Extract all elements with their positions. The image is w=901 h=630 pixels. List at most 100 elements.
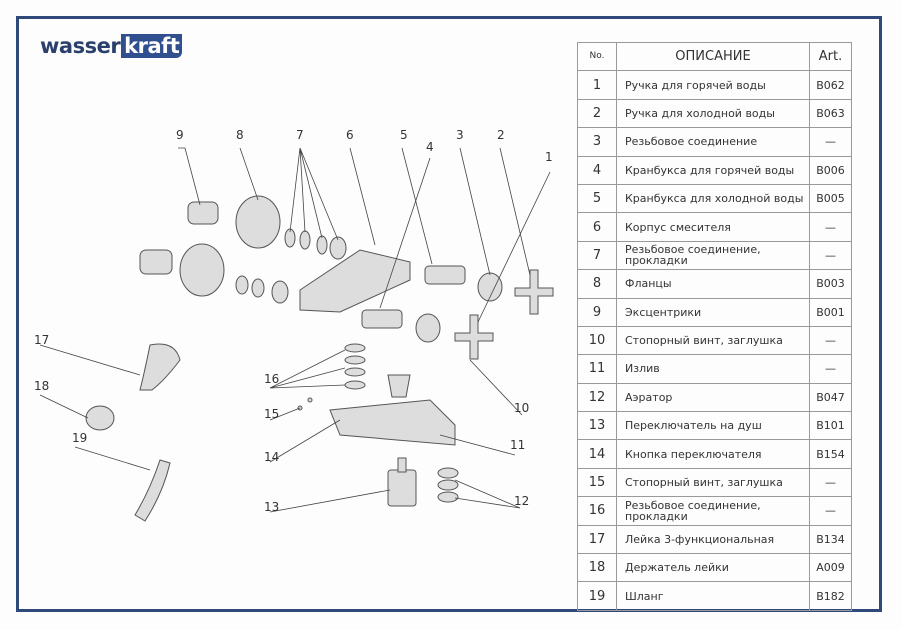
part-number: 14 — [577, 439, 617, 469]
part-description: Аэратор — [616, 382, 810, 413]
part-number: 13 — [577, 411, 617, 441]
part-article: B047 — [809, 382, 852, 413]
part-description: Переключатель на душ — [616, 411, 810, 441]
part-description: Кранбукса для горячей воды — [616, 155, 810, 185]
part-article: B001 — [809, 297, 852, 327]
part-description: Корпус смесителя — [616, 212, 810, 242]
part-description: Шланг — [616, 581, 810, 611]
part-number: 7 — [577, 240, 617, 271]
part-spout — [329, 399, 456, 446]
callout-3: 3 — [456, 128, 464, 142]
callout-6: 6 — [346, 128, 354, 142]
callout-14: 14 — [264, 450, 280, 464]
logo-text-box: kraft — [121, 34, 183, 58]
part-number: 11 — [577, 354, 617, 384]
callout-12: 12 — [514, 494, 530, 508]
part-description: Эксцентрики — [616, 297, 810, 327]
part-eccentric — [139, 249, 173, 275]
table-header-row: No. ОПИСАНИЕ Art. — [577, 41, 852, 72]
callout-16: 16 — [264, 372, 280, 386]
part-article: B062 — [809, 70, 852, 100]
callout-19: 19 — [72, 431, 88, 445]
part-article: — — [809, 467, 852, 498]
part-article: B182 — [809, 581, 852, 611]
part-article: B154 — [809, 439, 852, 469]
part-flange — [179, 243, 225, 297]
header-description: ОПИСАНИЕ — [616, 41, 810, 72]
part-article: A009 — [809, 553, 852, 583]
part-flange — [235, 195, 281, 249]
part-number: 17 — [577, 524, 617, 555]
part-number: 9 — [577, 297, 617, 327]
part-number: 10 — [577, 325, 617, 356]
part-description: Фланцы — [616, 269, 810, 299]
callout-13: 13 — [264, 500, 280, 514]
part-description: Излив — [616, 354, 810, 384]
part-description: Держатель лейки — [616, 553, 810, 583]
part-description: Стопорный винт, заглушка — [616, 325, 810, 356]
logo-text: wasser — [40, 34, 121, 58]
callout-17: 17 — [34, 333, 50, 347]
part-article: B134 — [809, 524, 852, 555]
part-number: 1 — [577, 70, 617, 100]
part-number: 12 — [577, 382, 617, 413]
callout-10: 10 — [514, 401, 530, 415]
callout-7: 7 — [296, 128, 304, 142]
part-number: 19 — [577, 581, 617, 611]
part-description: Лейка 3-функциональная — [616, 524, 810, 555]
part-article: — — [809, 212, 852, 242]
part-shower-head — [139, 343, 181, 391]
part-article: — — [809, 240, 852, 271]
part-eccentric — [187, 201, 219, 225]
part-number: 4 — [577, 155, 617, 185]
header-no: No. — [577, 41, 617, 72]
part-article: B006 — [809, 155, 852, 185]
callout-8: 8 — [236, 128, 244, 142]
header-art: Art. — [809, 41, 852, 72]
part-hose — [134, 459, 171, 522]
part-number: 3 — [577, 127, 617, 157]
part-article: — — [809, 496, 852, 526]
part-number: 18 — [577, 553, 617, 583]
part-number: 15 — [577, 467, 617, 498]
callout-9: 9 — [176, 128, 184, 142]
part-number: 8 — [577, 269, 617, 299]
part-number: 6 — [577, 212, 617, 242]
callout-15: 15 — [264, 407, 280, 421]
page-frame — [16, 16, 882, 612]
part-number: 5 — [577, 183, 617, 214]
part-description: Резьбовое соединение, прокладки — [616, 496, 810, 526]
part-description: Кнопка переключателя — [616, 439, 810, 469]
part-article: B063 — [809, 98, 852, 129]
callout-11: 11 — [510, 438, 526, 452]
callout-2: 2 — [497, 128, 505, 142]
part-article: — — [809, 354, 852, 384]
part-article: B101 — [809, 411, 852, 441]
part-number: 16 — [577, 496, 617, 526]
part-description: Резьбовое соединение — [616, 127, 810, 157]
part-article: B003 — [809, 269, 852, 299]
callout-5: 5 — [400, 128, 408, 142]
part-description: Кранбукса для холодной воды — [616, 183, 810, 214]
part-description: Ручка для горячей воды — [616, 70, 810, 100]
part-description: Резьбовое соединение, прокладки — [616, 240, 810, 271]
